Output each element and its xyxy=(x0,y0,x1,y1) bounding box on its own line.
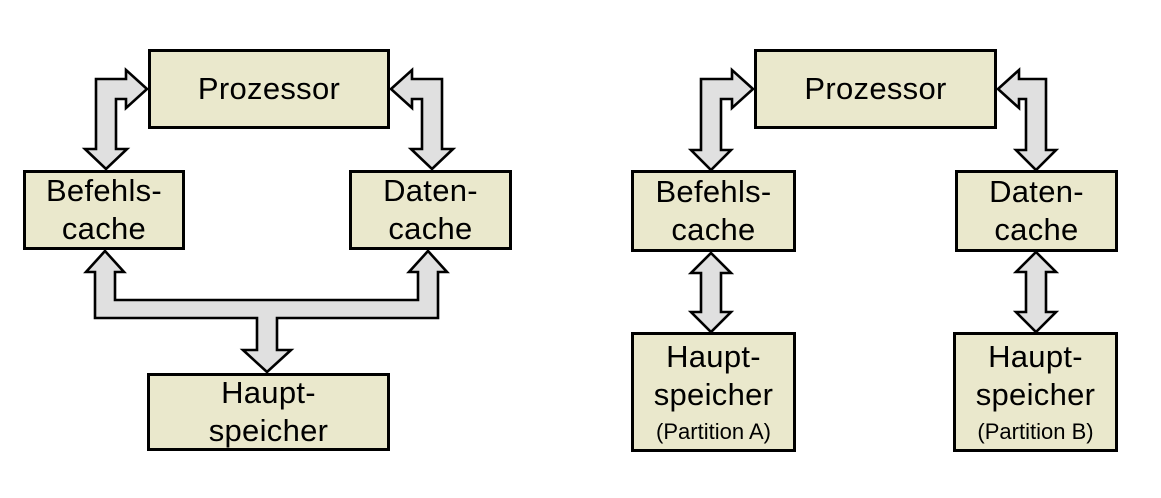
left-prozessor-label: Prozessor xyxy=(197,71,341,106)
right-hauptspeicherA-box: Haupt- speicher (Partition A) xyxy=(631,332,796,452)
right-datencache-label-line2: cache xyxy=(994,212,1079,247)
right-hauptspeicherA-label-line1: Haupt- xyxy=(666,338,761,374)
right-datencache-label-line1: Daten- xyxy=(989,174,1084,209)
left-befehlscache-box: Befehls- cache xyxy=(23,170,185,250)
left-hauptspeicher-box: Haupt- speicher xyxy=(147,373,390,451)
right-hauptspeicherB-box: Haupt- speicher (Partition B) xyxy=(953,332,1118,452)
arrow-left-prozessor-datencache xyxy=(389,67,457,171)
left-datencache-box: Daten- cache xyxy=(349,170,512,250)
right-datencache-box: Daten- cache xyxy=(955,170,1118,252)
right-prozessor-label: Prozessor xyxy=(804,71,947,106)
right-hauptspeicherB-partition-label: (Partition B) xyxy=(977,418,1094,444)
left-hauptspeicher-label-line1: Haupt- xyxy=(221,375,316,410)
arrow-left-hauptspeicher-caches xyxy=(83,249,450,374)
left-befehlscache-label-line1: Befehls- xyxy=(45,173,163,208)
left-prozessor-box: Prozessor xyxy=(148,49,390,129)
right-hauptspeicherB-label-line2: speicher xyxy=(975,376,1096,412)
arrow-right-prozessor-befehlscache xyxy=(687,67,755,172)
right-befehlscache-box: Befehls- cache xyxy=(631,170,796,252)
arrow-right-datencache-hauptspeicherB xyxy=(1012,250,1060,334)
left-datencache-label-line1: Daten- xyxy=(383,173,478,208)
arrow-left-prozessor-befehlscache xyxy=(81,67,149,171)
right-prozessor-box: Prozessor xyxy=(754,49,997,129)
arrow-right-prozessor-datencache xyxy=(996,67,1060,172)
right-hauptspeicherA-partition-label: (Partition A) xyxy=(656,418,771,444)
left-hauptspeicher-label-line2: speicher xyxy=(208,413,329,448)
arrow-right-befehlscache-hauptspeicherA xyxy=(687,251,735,334)
right-hauptspeicherB-label-line1: Haupt- xyxy=(988,338,1083,374)
right-hauptspeicherA-label-line2: speicher xyxy=(653,376,774,412)
right-befehlscache-label-line1: Befehls- xyxy=(655,174,772,209)
right-befehlscache-label-line2: cache xyxy=(671,212,756,247)
left-datencache-label-line2: cache xyxy=(388,211,473,246)
left-befehlscache-label-line2: cache xyxy=(61,211,147,246)
